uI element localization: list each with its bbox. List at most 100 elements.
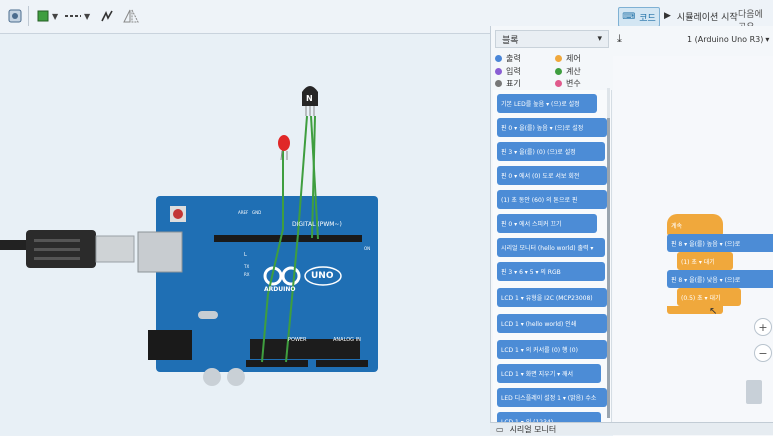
palette-scroll-thumb[interactable] (607, 118, 610, 418)
forever-hat-block[interactable]: 계속 (667, 214, 723, 236)
category-label: 표기 (506, 79, 521, 88)
start-simulation-button[interactable]: ▶ 시뮬레이션 시작 (664, 7, 738, 25)
category-dot (555, 55, 562, 62)
category-dot (495, 80, 502, 87)
wire (261, 144, 284, 363)
palette-block-label: 핀 3 ▾ 6 ▾ 5 ▾ 의 RGB (501, 269, 561, 276)
code-button[interactable]: ⌨ 코드 (618, 7, 660, 27)
palette-block-label: LCD 1 ▾ 화면 지우기 ▾ 깨서 (501, 371, 574, 378)
category-label: 입력 (506, 67, 521, 76)
capacitor (227, 368, 245, 386)
capacitor (203, 368, 221, 386)
wire-color-icon[interactable] (96, 6, 118, 26)
palette-block-label: LCD 1 ▾ 유형을 I2C (MCP23008) (501, 295, 593, 302)
palette-block[interactable]: 핀 0 ▾ 을(를) 높음 ▾ (으)로 설정 (497, 118, 607, 137)
wire (311, 115, 316, 239)
palette-block[interactable]: LCD 1 ▾ 화면 지우기 ▾ 깨서 (497, 364, 601, 383)
palette-block[interactable]: LCD 1 ▾ 유형을 I2C (MCP23008) (497, 288, 607, 307)
power-label: POWER (288, 337, 307, 343)
palette-block[interactable]: 핀 0 ▾ 에서 (0) 도로 서보 회전 (497, 166, 607, 185)
palette-block-label: (1) 초 동안 (60) 의 톤으로 핀 (501, 197, 578, 204)
hat-block-label: 계속 (671, 222, 683, 230)
category-dot (495, 55, 502, 62)
palette-block-label: LCD 1 ▾ 의 커서를 (0) 행 (0) (501, 347, 578, 354)
palette-block[interactable]: 핀 3 ▾ 6 ▾ 5 ▾ 의 RGB (497, 262, 605, 281)
reset-button (173, 209, 183, 219)
category-label: 제어 (566, 54, 581, 63)
chevron-down-icon: ▾ (765, 34, 770, 44)
palette-block[interactable]: 핀 0 ▾ 에서 스피커 끄기 (497, 214, 597, 233)
workspace-block-label: 핀 8 ▾ 을(를) 높음 ▾ (으)로 (671, 240, 741, 248)
zoom-in-button[interactable]: + (754, 318, 772, 336)
atmega-chip (250, 339, 360, 359)
analog-label: ANALOG IN (333, 337, 361, 343)
wire (285, 115, 308, 363)
start-simulation-label: 시뮬레이션 시작 (676, 12, 738, 23)
block-palette: 기본 LED를 높음 ▾ (으)로 설정 핀 0 ▾ 을(를) 높음 ▾ (으)… (493, 90, 612, 435)
wire (310, 115, 319, 240)
analog-header (316, 360, 368, 367)
board-label: UNO (311, 271, 334, 281)
usb-b-port (137, 231, 183, 273)
palette-block[interactable]: 기본 LED를 높음 ▾ (으)로 설정 (497, 94, 597, 113)
circuit-canvas[interactable]: N ARDUINO UNO DIGITAL (PWM~) POWER ANALO… (0, 34, 490, 435)
code-panel: 블록 ▾ ⤓ 1 (Arduino Uno R3) ▾ 출력 제어 입력 계산 … (490, 26, 773, 436)
tx-label: TX (244, 264, 250, 269)
category-dot (555, 68, 562, 75)
power-header (246, 360, 308, 367)
workspace-block-label: 핀 8 ▾ 을(를) 낮음 ▾ (으)로 (671, 276, 741, 284)
serial-monitor-bar[interactable]: ▭ 시리얼 모니터 (490, 422, 773, 435)
category-notation[interactable]: 표기 (495, 78, 521, 89)
code-button-label: 코드 (639, 13, 656, 24)
transistor (302, 86, 318, 106)
palette-block[interactable]: LCD 1 ▾ (hello world) 인쇄 (497, 314, 607, 333)
l-led-label: L (244, 252, 247, 258)
chevron-down-icon[interactable]: ▼ (84, 12, 91, 21)
category-math[interactable]: 계산 (555, 66, 581, 77)
aref-label: AREF (238, 210, 249, 215)
mirror-icon[interactable] (120, 6, 142, 26)
toolbar-divider (28, 6, 29, 26)
on-label: ON (364, 246, 371, 251)
digital-header (214, 235, 362, 242)
workspace-block-label: (1) 초 ▾ 대기 (681, 258, 715, 266)
code-workspace[interactable]: 계속 핀 8 ▾ 을(를) 높음 ▾ (으)로 (1) 초 ▾ 대기 핀 8 ▾… (613, 56, 773, 436)
palette-block-label: 핀 0 ▾ 을(를) 높음 ▾ (으)로 설정 (501, 125, 584, 132)
board-brand: ARDUINO (264, 286, 296, 293)
block-mode-select[interactable]: 블록 ▾ (495, 30, 609, 48)
palette-block[interactable]: 시리얼 모니터 (hello world) 출력 ▾ (497, 238, 605, 257)
cursor-icon: ↖ (709, 306, 718, 317)
category-control[interactable]: 제어 (555, 53, 581, 64)
category-input[interactable]: 입력 (495, 66, 521, 77)
transistor-label: N (306, 94, 313, 103)
component-icon[interactable] (4, 6, 26, 26)
forever-block-bottom (667, 306, 723, 314)
serial-monitor-icon: ▭ (496, 424, 504, 434)
zoom-out-button[interactable]: − (754, 344, 772, 362)
workspace-block[interactable]: 핀 8 ▾ 을(를) 높음 ▾ (으)로 (667, 234, 773, 252)
palette-block-label: LED 디스플레이 설정 1 ▾ (밝음) 수소 (501, 395, 597, 402)
trash-icon[interactable] (746, 380, 762, 404)
palette-block[interactable]: 핀 3 ▾ 을(를) (0) (으)로 설정 (497, 142, 605, 161)
device-label: 1 (Arduino Uno R3) (687, 34, 764, 44)
workspace-block[interactable]: 핀 8 ▾ 을(를) 낮음 ▾ (으)로 (667, 270, 773, 288)
workspace-block[interactable]: (1) 초 ▾ 대기 (677, 252, 733, 270)
chevron-down-icon: ▾ (597, 34, 602, 44)
workspace-block[interactable]: (0.5) 초 ▾ 대기 (677, 288, 741, 306)
line-style-icon[interactable] (62, 6, 84, 26)
color-swatch-icon[interactable] (32, 6, 54, 26)
device-select[interactable]: 1 (Arduino Uno R3) ▾ (687, 30, 773, 48)
category-variables[interactable]: 변수 (555, 78, 581, 89)
serial-monitor-label: 시리얼 모니터 (509, 424, 557, 434)
palette-block[interactable]: LED 디스플레이 설정 1 ▾ (밝음) 수소 (497, 388, 607, 407)
led (278, 135, 290, 151)
category-label: 변수 (566, 79, 581, 88)
digital-label: DIGITAL (PWM~) (292, 221, 342, 228)
palette-block[interactable]: (1) 초 동안 (60) 의 톤으로 핀 (497, 190, 607, 209)
palette-block-label: LCD 1 ▾ (hello world) 인쇄 (501, 321, 577, 328)
chevron-down-icon[interactable]: ▼ (52, 12, 59, 21)
category-output[interactable]: 출력 (495, 53, 521, 64)
palette-block[interactable]: LCD 1 ▾ 의 커서를 (0) 행 (0) (497, 340, 607, 359)
download-icon[interactable]: ⤓ (617, 32, 622, 45)
usb-connector (95, 235, 135, 263)
